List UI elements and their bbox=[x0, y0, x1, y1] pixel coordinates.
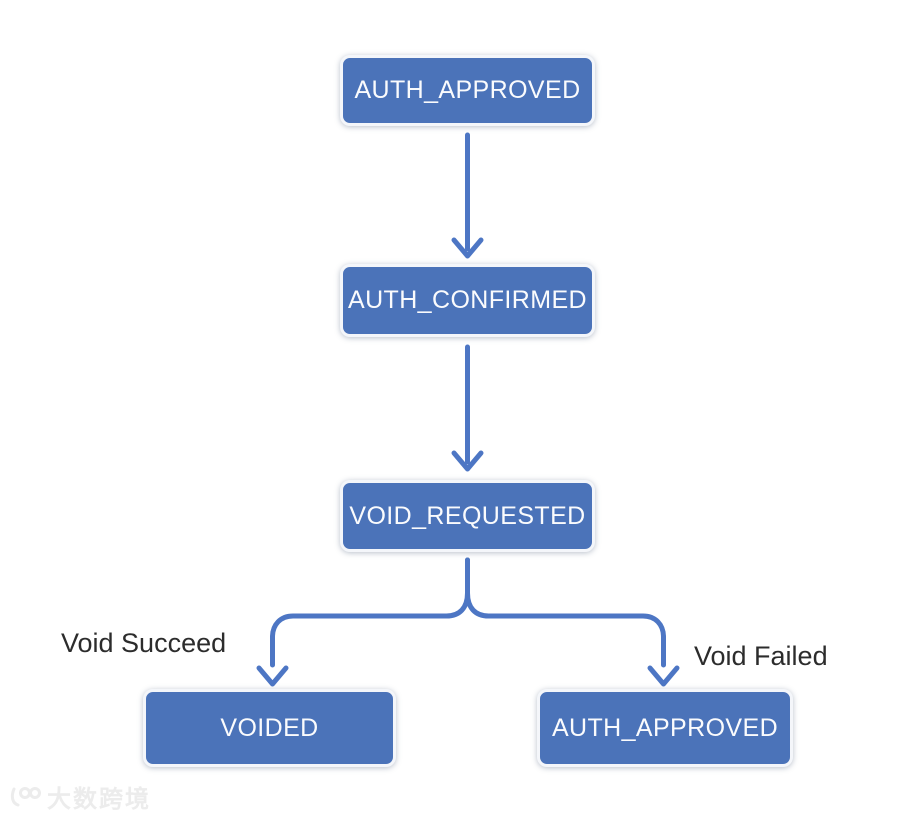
edge-confirmed-to-void-requested bbox=[451, 344, 484, 472]
node-label: AUTH_APPROVED bbox=[354, 76, 581, 104]
node-auth-approved-top: AUTH_APPROVED bbox=[340, 55, 595, 126]
node-label: VOID_REQUESTED bbox=[349, 501, 586, 530]
edge-label-void-failed: Void Failed bbox=[694, 641, 828, 671]
node-voided: VOIDED bbox=[143, 689, 396, 767]
edge-label-void-succeed: Void Succeed bbox=[61, 628, 227, 658]
arrowhead-down-icon bbox=[451, 237, 484, 259]
edge-approved-to-confirmed bbox=[451, 132, 484, 259]
node-auth-confirmed: AUTH_CONFIRMED bbox=[340, 264, 595, 337]
arrowhead-down-icon bbox=[647, 665, 680, 687]
node-void-requested: VOID_REQUESTED bbox=[340, 480, 595, 552]
node-label: AUTH_CONFIRMED bbox=[348, 286, 587, 314]
node-label: AUTH_APPROVED bbox=[551, 713, 779, 742]
edge-void-requested-to-voided bbox=[256, 557, 470, 687]
watermark-logo-icon bbox=[10, 786, 41, 806]
watermark-text: 大数跨境 bbox=[47, 786, 151, 813]
edge-void-requested-to-auth-approved bbox=[465, 557, 680, 687]
watermark: 大数跨境 bbox=[8, 779, 151, 814]
arrowhead-down-icon bbox=[451, 450, 484, 472]
node-label: VOIDED bbox=[220, 713, 319, 742]
node-auth-approved-bottom: AUTH_APPROVED bbox=[537, 689, 793, 767]
arrowhead-down-icon bbox=[256, 665, 289, 687]
